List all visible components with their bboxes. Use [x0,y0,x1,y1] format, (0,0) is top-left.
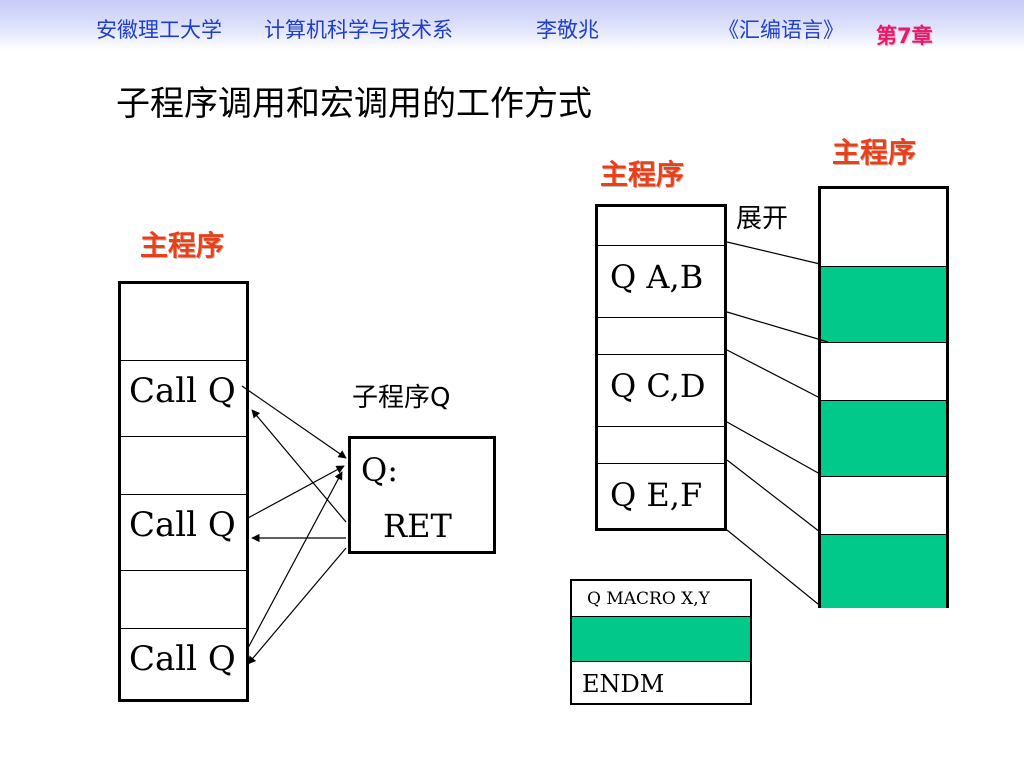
macro-definition-footer: ENDM [582,670,665,698]
macro-call-cell: Q C,D [598,354,724,426]
expand-line [726,349,821,399]
expand-line [726,529,819,605]
expand-line [726,421,821,475]
header-university: 安徽理工大学 [96,18,222,42]
left-blank-cell [121,436,246,494]
header-bar: 安徽理工大学 计算机科学与技术系 李敬兆 《汇编语言》 第7章 [0,0,1024,50]
subroutine-box: Q: RET [348,436,496,554]
left-call-text-1: Call Q [129,371,236,411]
expanded-main-program-label: 主程序 [832,136,917,169]
expanded-blank-cell [821,476,946,534]
macro-definition-header-cell: Q MACRO X,Y [572,581,750,616]
expanded-macro-body [821,534,946,608]
macro-call-text-2: Q C,D [610,367,706,405]
macro-definition-footer-cell: ENDM [572,661,750,703]
macro-main-program-box: Q A,B Q C,D Q E,F [595,204,727,531]
macro-blank-cell [598,426,724,463]
subroutine-ret-text: RET [383,507,452,545]
subroutine-entry-text: Q: [361,451,399,489]
left-blank-cell [121,570,246,628]
macro-main-program-label: 主程序 [600,158,685,191]
expand-line [726,241,821,265]
call-arrow [247,471,343,649]
expand-line [726,459,821,533]
left-main-program-label: 主程序 [140,229,225,262]
macro-call-text-1: Q A,B [610,258,704,296]
return-arrow [251,409,347,523]
call-arrow [241,385,347,459]
header-course: 《汇编语言》 [718,18,844,42]
slide-title: 子程序调用和宏调用的工作方式 [116,84,592,124]
expand-label: 展开 [736,204,789,234]
expand-line [726,311,829,343]
macro-call-cell: Q A,B [598,245,724,317]
macro-call-cell: Q E,F [598,463,724,531]
expanded-program-box [818,186,949,608]
macro-definition-body [572,616,750,661]
macro-definition-box: Q MACRO X,Y ENDM [570,579,752,705]
macro-definition-header: Q MACRO X,Y [587,589,710,609]
expanded-macro-body [821,400,946,476]
left-call-cell: Call Q [121,360,246,436]
expanded-macro-body [821,266,946,342]
left-call-text-3: Call Q [129,639,236,679]
subroutine-label: 子程序Q [352,383,451,413]
header-department: 计算机科学与技术系 [264,18,453,42]
left-call-cell: Call Q [121,628,246,702]
return-arrow [247,547,347,665]
left-call-text-2: Call Q [129,505,236,545]
left-main-program-box: Call Q Call Q Call Q [118,281,249,702]
call-arrow [247,465,345,519]
header-chapter: 第7章 [876,24,933,48]
expanded-blank-cell [821,342,946,400]
left-call-cell: Call Q [121,494,246,570]
macro-call-text-3: Q E,F [610,476,703,514]
macro-blank-cell [598,317,724,354]
header-author: 李敬兆 [536,18,599,42]
